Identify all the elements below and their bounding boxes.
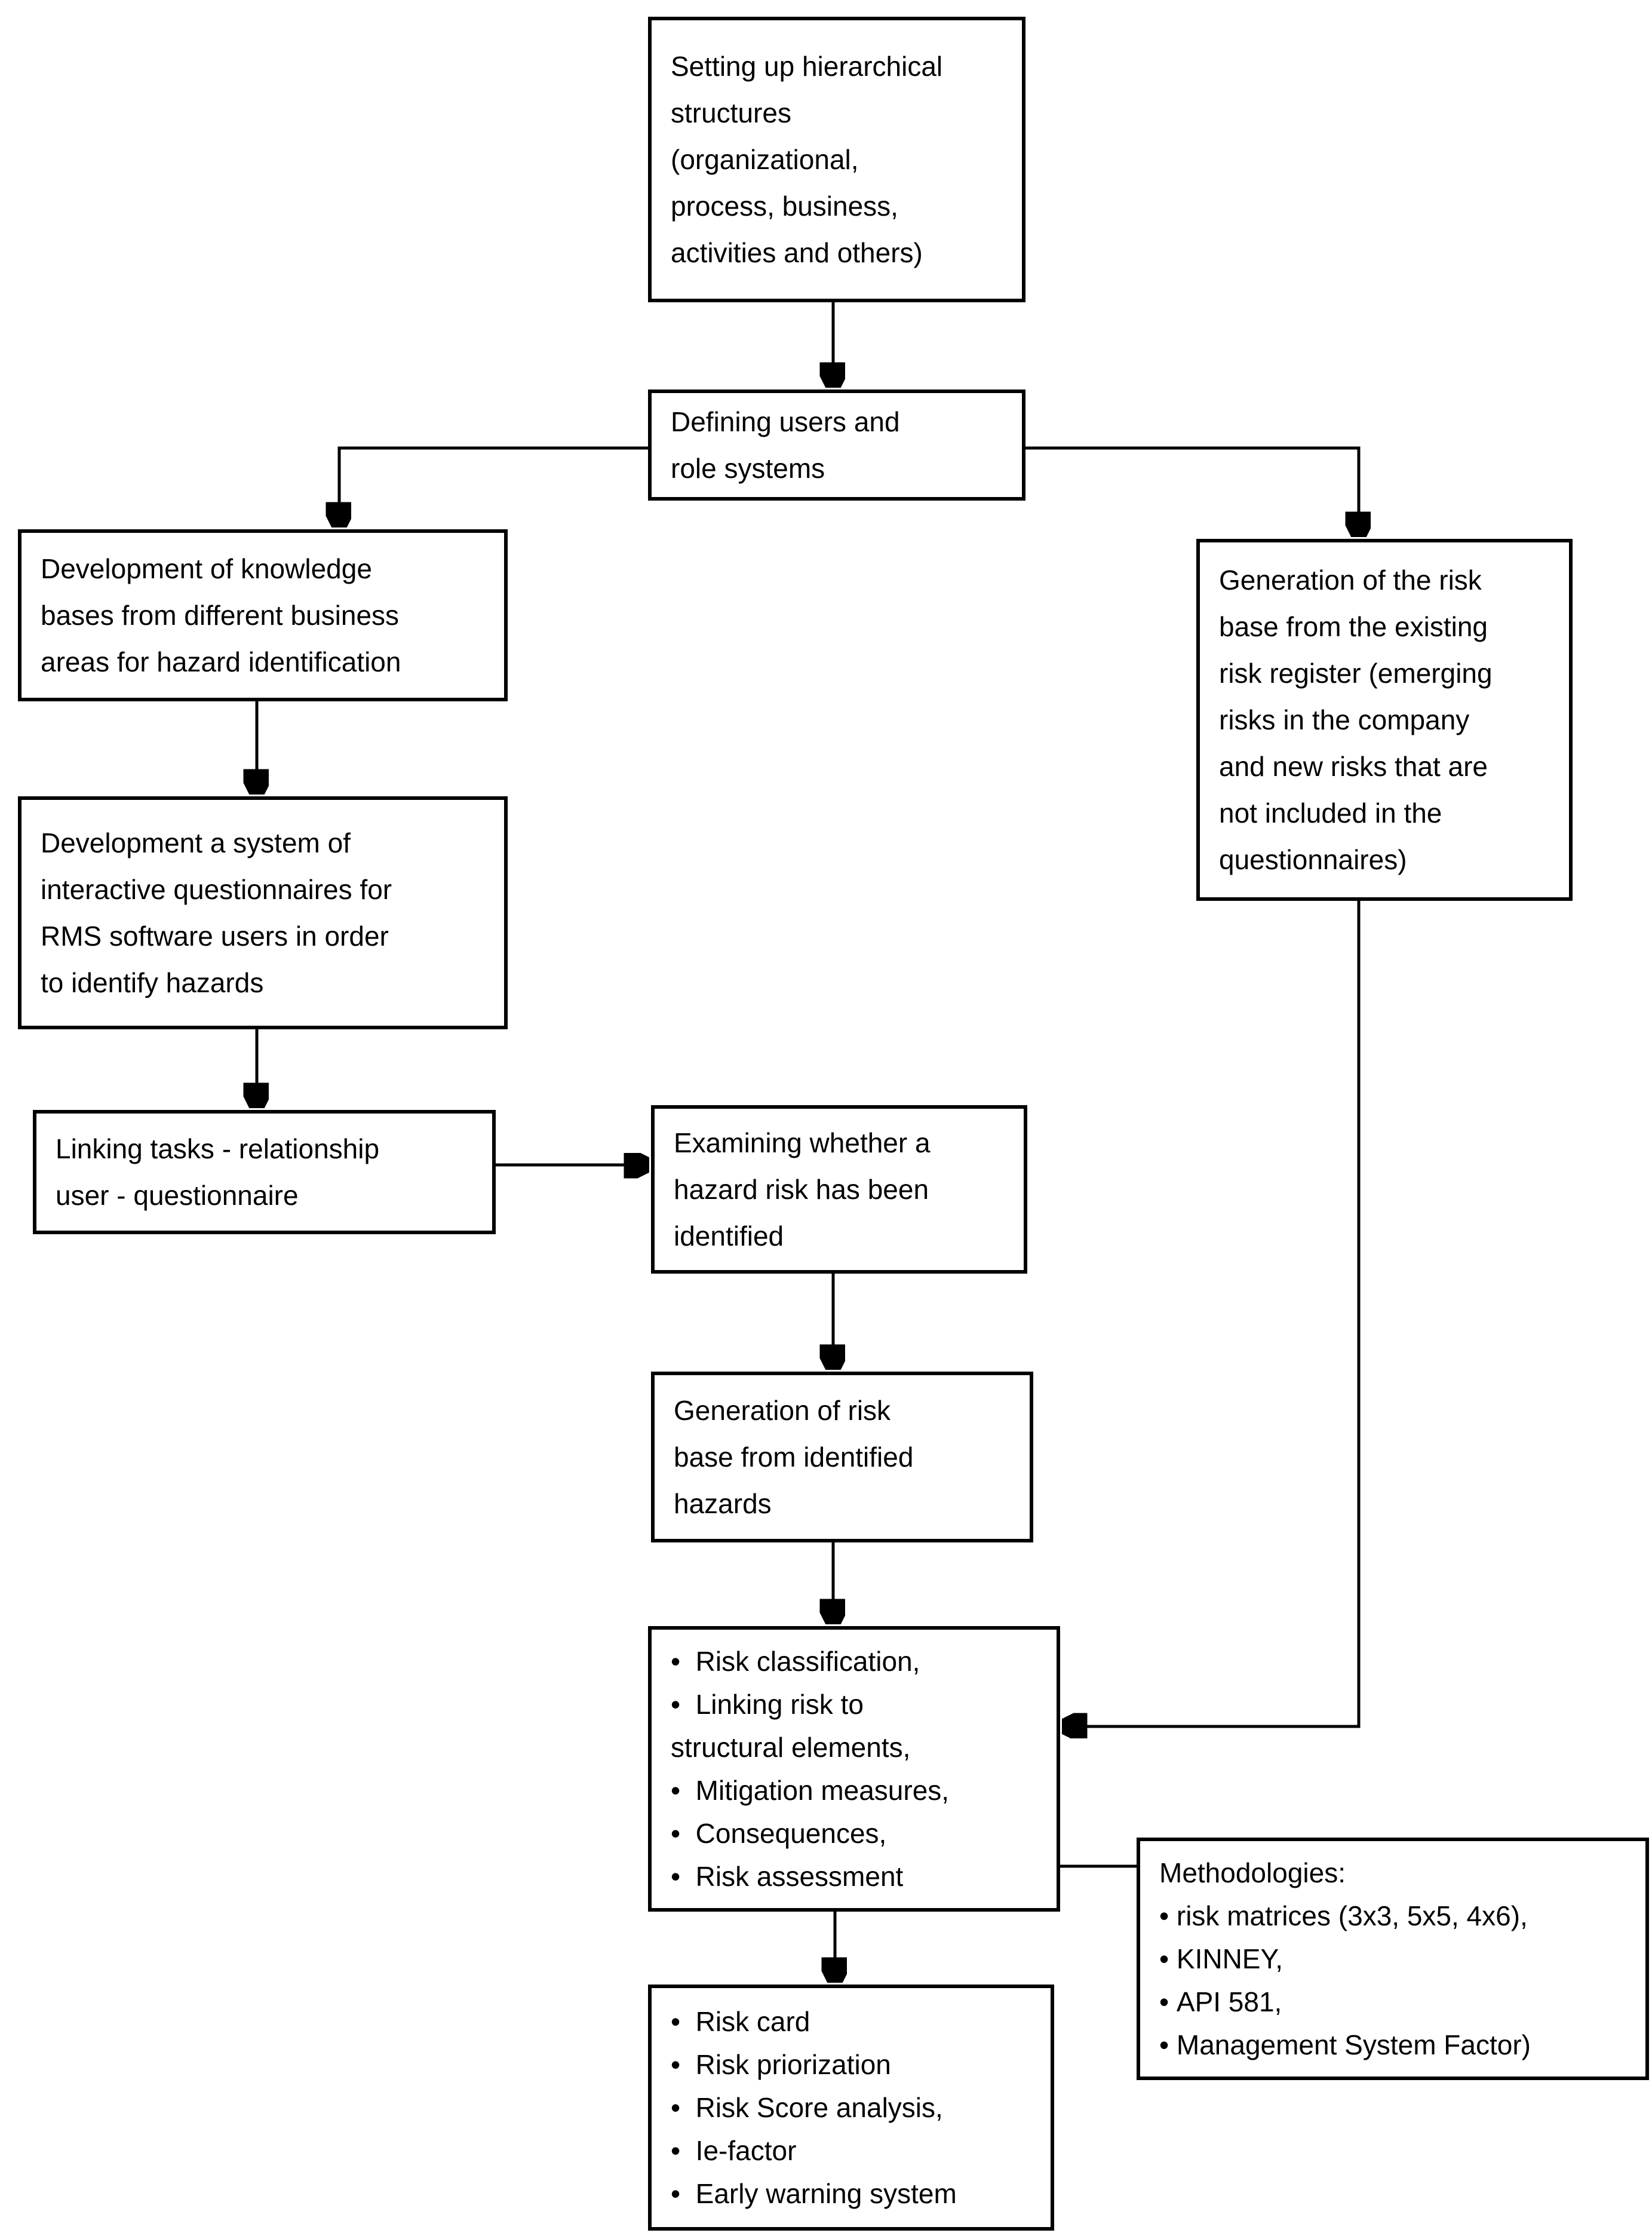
box-register-text: Generation of the risk base from the exi… <box>1219 565 1493 875</box>
box-examining-hazard-risk: Examining whether a hazard risk has been… <box>651 1105 1027 1274</box>
box-riskbase-text: Generation of risk base from identified … <box>674 1395 914 1519</box>
box-questionnaires-text: Development a system of interactive ques… <box>41 827 392 998</box>
connector-register-to-processing <box>1065 901 1361 1726</box>
box-questionnaire-system: Development a system of interactive ques… <box>18 796 508 1029</box>
connector-defining-to-knowledge <box>339 446 648 525</box>
box-outputs-text: • Risk card • Risk priorization • Risk S… <box>671 2006 957 2209</box>
box-risk-base-identified-hazards: Generation of risk base from identified … <box>651 1372 1033 1542</box>
box-knowledge-text: Development of knowledge bases from diff… <box>41 553 401 677</box>
box-linking-text: Linking tasks - relationship user - ques… <box>56 1133 380 1211</box>
box-setup-hierarchical-structures: Setting up hierarchical structures (orga… <box>648 17 1025 302</box>
box-examining-text: Examining whether a hazard risk has been… <box>674 1127 931 1252</box>
box-methodologies-list: Methodologies: • risk matrices (3x3, 5x5… <box>1137 1838 1649 2080</box>
box-risk-processing-list: • Risk classification, • Linking risk to… <box>648 1626 1060 1912</box>
box-risk-register-base: Generation of the risk base from the exi… <box>1196 539 1573 901</box>
box-methodologies-text: Methodologies: • risk matrices (3x3, 5x5… <box>1159 1857 1531 2060</box>
box-knowledge-bases: Development of knowledge bases from diff… <box>18 529 508 701</box>
connector-defining-to-register <box>1025 446 1359 534</box>
box-defining-users-roles: Defining users and role systems <box>648 389 1025 501</box>
box-defining-text: Defining users and role systems <box>671 406 900 484</box>
box-processing-text: • Risk classification, • Linking risk to… <box>671 1646 950 1892</box>
box-risk-outputs-list: • Risk card • Risk priorization • Risk S… <box>648 1985 1054 2231</box>
box-linking-tasks: Linking tasks - relationship user - ques… <box>33 1110 496 1234</box>
box-setup-text: Setting up hierarchical structures (orga… <box>671 51 943 268</box>
